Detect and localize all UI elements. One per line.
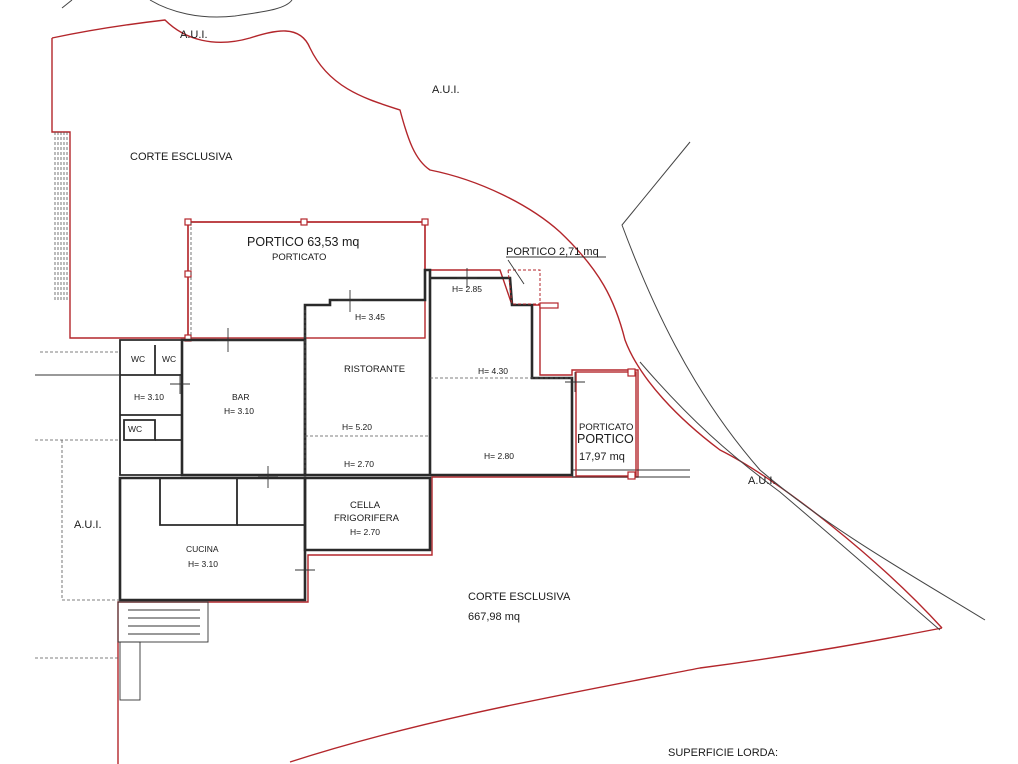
wall-cucina-inner — [159, 478, 238, 526]
label-wc: WC — [128, 424, 142, 434]
label-cella-height: H= 2.70 — [350, 527, 380, 537]
wall-cucina — [118, 476, 307, 602]
label-cucina-height: H= 3.10 — [188, 559, 218, 569]
portico-small-leader — [507, 259, 525, 285]
label-aui-left: A.U.I. — [74, 519, 102, 531]
label-aui-top: A.U.I. — [180, 29, 208, 41]
road-line-inner — [639, 361, 941, 631]
label-wc: WC — [131, 354, 145, 364]
door-marks — [222, 474, 520, 601]
label-aui-center: A.U.I. — [432, 84, 460, 96]
portico-post — [539, 302, 559, 309]
label-porticato-right: PORTICATO — [579, 422, 633, 433]
label-cella: CELLA — [350, 500, 381, 511]
label-height: H= 3.10 — [134, 392, 164, 402]
label-porticato-main: PORTICATO — [272, 252, 326, 263]
label-corte-bottom-area: 667,98 mq — [468, 611, 520, 623]
wall-right-hall — [430, 276, 574, 477]
portico-right-area — [575, 371, 637, 477]
portico-post — [184, 218, 192, 226]
label-portico-right-area: 17,97 mq — [579, 451, 625, 463]
portico-post — [627, 368, 636, 377]
stairs-bottom-left — [117, 601, 209, 701]
portico-post — [627, 471, 636, 480]
property-boundary-top-curve — [51, 19, 943, 629]
wall-cella — [303, 476, 432, 552]
portico-post — [300, 218, 308, 226]
label-cucina: CUCINA — [186, 544, 219, 554]
label-bar: BAR — [232, 392, 249, 402]
property-boundary-bottom — [289, 627, 943, 763]
label-bar-height: H= 3.10 — [224, 406, 254, 416]
property-boundary — [51, 38, 639, 764]
label-wc: WC — [162, 354, 176, 364]
label-cella-2: FRIGORIFERA — [334, 513, 400, 524]
label-corte-bottom: CORTE ESCLUSIVA — [468, 591, 571, 603]
terrain-line-left — [61, 0, 73, 9]
label-height: H= 2.85 — [452, 284, 482, 294]
portico-post — [184, 270, 192, 278]
crosshair-markers — [170, 268, 585, 580]
label-portico-right: PORTICO — [577, 432, 634, 446]
label-portico-main: PORTICO 63,53 mq — [247, 235, 359, 249]
portico-post — [421, 218, 429, 226]
label-corte-top: CORTE ESCLUSIVA — [130, 151, 233, 163]
label-portico-small: PORTICO 2,71 mq — [506, 246, 599, 258]
wall-ristorante — [303, 268, 432, 477]
label-superficie: SUPERFICIE LORDA: — [668, 747, 778, 759]
road-line-outer — [621, 141, 986, 621]
label-height: H= 5.20 — [342, 422, 372, 432]
label-aui-right: A.U.I. — [748, 475, 776, 487]
left-ramp-hatch — [54, 132, 68, 300]
label-height: H= 2.70 — [344, 459, 374, 469]
label-ristorante: RISTORANTE — [344, 364, 405, 375]
label-height: H= 3.45 — [355, 312, 385, 322]
terrain-line-top — [149, 0, 293, 18]
label-height: H= 4.30 — [478, 366, 508, 376]
wall-wc-block — [119, 339, 183, 476]
label-height: H= 2.80 — [484, 451, 514, 461]
